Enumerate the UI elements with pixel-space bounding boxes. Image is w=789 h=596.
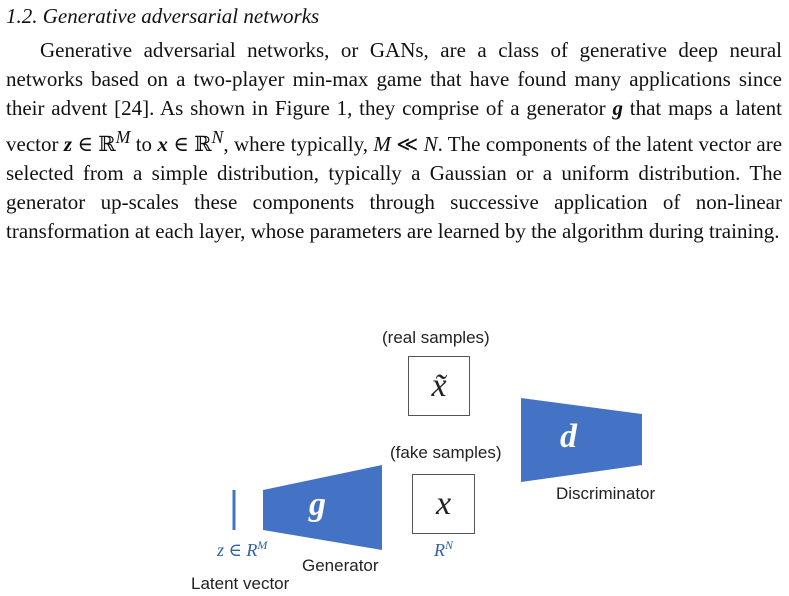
discriminator-shape xyxy=(521,398,642,482)
generator-symbol: g xyxy=(309,486,326,523)
latent-vector-label: Latent vector xyxy=(191,574,290,593)
fake-sample-symbol: x xyxy=(435,485,452,522)
output-space-label: RN xyxy=(434,538,454,560)
real-samples-box: x̃ xyxy=(408,356,470,416)
discriminator-label: Discriminator xyxy=(556,484,656,503)
output-symbol-inline: x xyxy=(157,132,168,156)
generator-label: Generator xyxy=(302,556,379,575)
latent-space-label: z ∈ RM xyxy=(217,538,268,560)
fake-samples-label: (fake samples) xyxy=(390,443,502,462)
discriminator-symbol: d xyxy=(560,418,577,455)
generator-symbol-inline: g xyxy=(612,96,623,120)
latent-symbol-inline: z xyxy=(63,132,73,156)
real-samples-label: (real samples) xyxy=(382,328,490,347)
section-heading: 1.2. Generative adversarial networks xyxy=(6,4,320,28)
body-paragraph: Generative adversarial networks, or GANs… xyxy=(6,38,783,243)
fake-samples-box: x xyxy=(412,474,475,534)
real-sample-symbol: x̃ xyxy=(431,367,447,404)
generator-shape xyxy=(263,465,382,550)
